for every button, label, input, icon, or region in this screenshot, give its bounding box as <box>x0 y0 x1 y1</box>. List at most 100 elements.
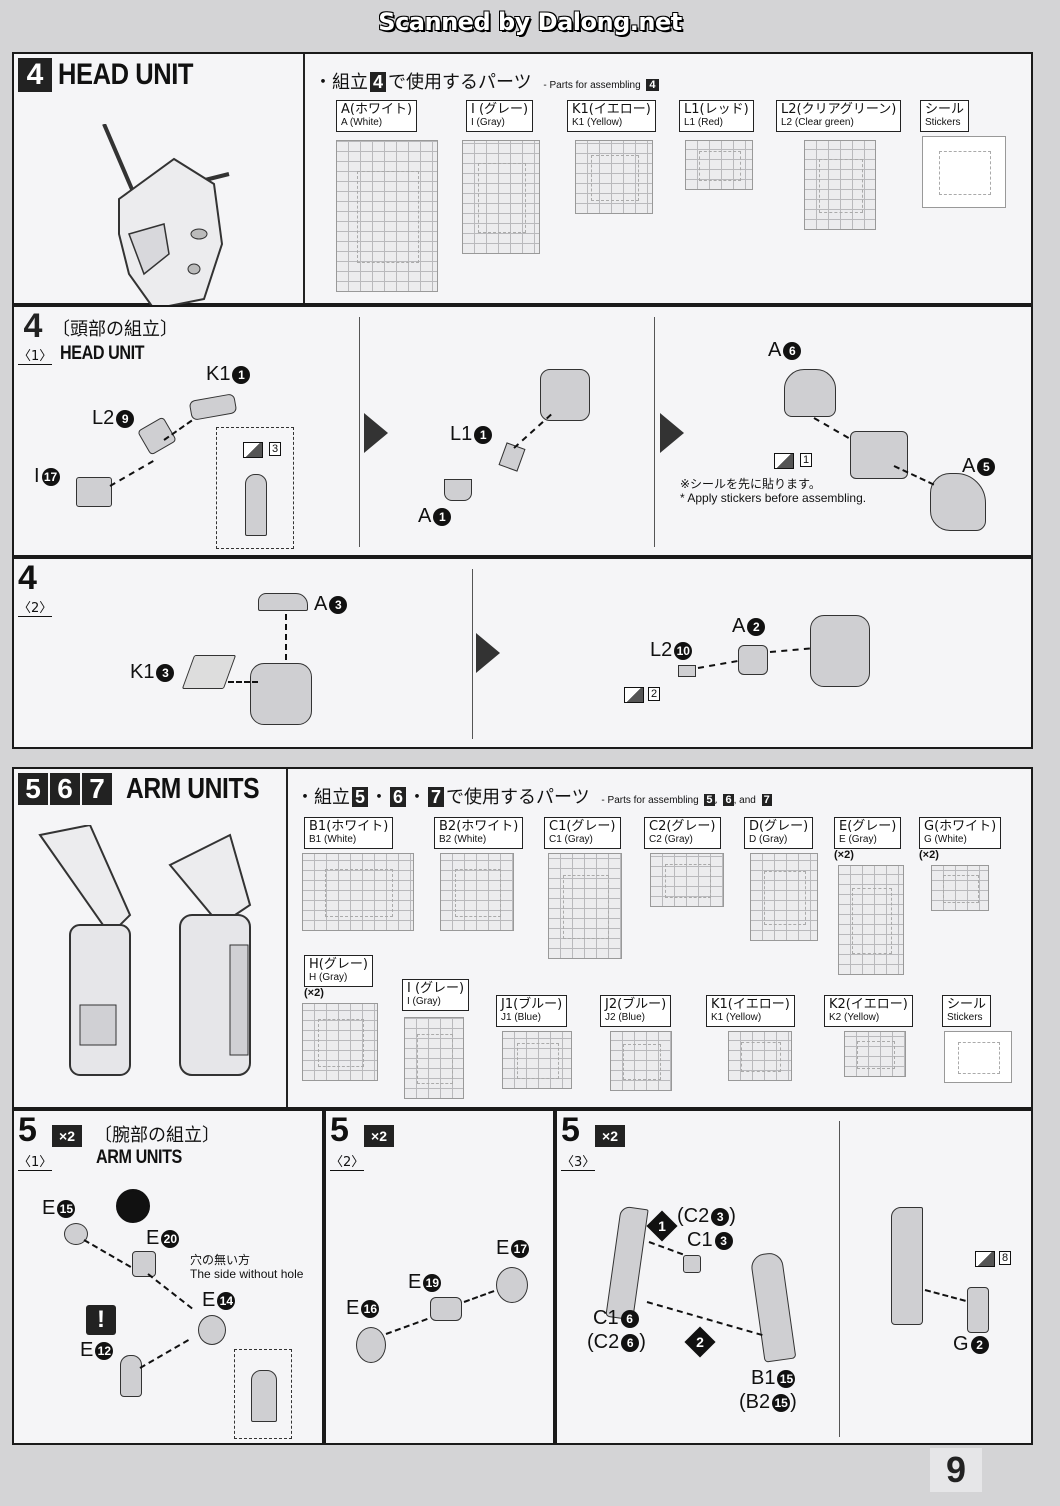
part-e12 <box>120 1355 142 1397</box>
parts-heading-en-step: 4 <box>646 79 659 91</box>
part-label: C2(グレー)C2 (Gray) <box>644 817 721 849</box>
part-label: B1(ホワイト)B1 (White) <box>304 817 394 849</box>
part-label: G(ホワイト)G (White) <box>919 817 1002 849</box>
part-multiplier: (×2) <box>919 849 939 861</box>
part-label: B2(ホワイト)B2 (White) <box>434 817 524 849</box>
part-label-jp: B2(ホワイト) <box>439 819 519 834</box>
part-g2 <box>967 1287 989 1333</box>
step-sub: 〈3〉 <box>561 1151 596 1171</box>
step-arrow <box>476 633 500 673</box>
hole-note: 穴の無い方 The side without hole <box>190 1253 303 1281</box>
section-title: ARM UNITS <box>126 773 260 805</box>
part-label: J1(ブルー)J1 (Blue) <box>496 995 568 1027</box>
parts-runner-image <box>575 140 653 214</box>
step-jp-title: 〔頭部の組立〕 <box>52 319 178 340</box>
parts-heading-jp: ・組立 <box>314 72 368 93</box>
arrow-dash <box>813 417 850 439</box>
step-number: 5 <box>561 1111 580 1149</box>
part-a3 <box>258 593 308 611</box>
page-number: 9 <box>930 1448 982 1492</box>
part-label-jp: K1(イエロー) <box>572 102 651 117</box>
step-multiplier: ×2 <box>52 1125 82 1147</box>
warning-icon: ! <box>86 1305 116 1335</box>
parts-runner-image <box>610 1031 672 1091</box>
section-number-5: 5 <box>18 773 48 805</box>
step-multiplier: ×2 <box>364 1125 394 1147</box>
arm-unit-illustration <box>30 823 280 1095</box>
part-label-en: L1 (Red) <box>684 117 723 128</box>
part-label-en: K1 (Yellow) <box>572 117 623 128</box>
parts-runner-image <box>838 865 904 975</box>
sticker-icon <box>624 687 644 703</box>
divider <box>839 1121 840 1437</box>
sticker-number: 8 <box>999 1251 1012 1265</box>
part-label-jp: C2(グレー) <box>649 819 716 834</box>
step-number: 4 <box>23 307 43 345</box>
part-label: L1(レッド)L1 (Red) <box>679 100 754 132</box>
part-a2 <box>738 645 768 675</box>
part-label: K1(イエロー)K1 (Yellow) <box>567 100 656 132</box>
section-number-6: 6 <box>50 773 80 805</box>
parts-runner-image <box>440 853 514 931</box>
sticker-icon <box>774 453 794 469</box>
sticker-number: 3 <box>269 442 282 456</box>
step-number: 5 <box>330 1111 349 1149</box>
part-e14 <box>198 1315 226 1345</box>
part-label-en: D (Gray) <box>749 834 788 845</box>
part-label-en: J2 (Blue) <box>605 1012 646 1023</box>
part-label-en: K1 (Yellow) <box>711 1012 762 1023</box>
parts-heading-jp2: で使用するパーツ <box>446 787 590 808</box>
arrow-dash <box>228 681 258 683</box>
arrow-dash <box>285 614 287 660</box>
arrow-dash <box>147 1273 193 1310</box>
step-jp-title: 〔腕部の組立〕 <box>94 1125 220 1146</box>
part-multiplier: (×2) <box>304 987 324 999</box>
part-label-en: Stickers <box>947 1012 983 1023</box>
sticker-part <box>245 474 267 536</box>
part-k1 <box>188 393 238 421</box>
arrow-dash <box>139 1339 189 1369</box>
part-k1 <box>181 655 237 689</box>
parts-runner-image <box>728 1031 792 1081</box>
parts-runner-image <box>462 140 540 254</box>
parts-runner-image <box>650 853 724 907</box>
divider <box>359 317 360 547</box>
part-label-jp: D(グレー) <box>749 819 809 834</box>
sticker-note-en: * Apply stickers before assembling. <box>680 491 867 505</box>
parts-runner-image <box>404 1017 464 1099</box>
divider <box>303 54 305 303</box>
part-label-jp: C1(グレー) <box>549 819 616 834</box>
part-e16 <box>356 1327 386 1363</box>
part-label-jp: K1(イエロー) <box>711 997 790 1012</box>
part-label: J2(ブルー)J2 (Blue) <box>600 995 672 1027</box>
parts-runner-image <box>931 865 989 911</box>
arrow-dash <box>769 647 810 653</box>
head-final <box>810 615 870 687</box>
step-sub: 〈1〉 <box>18 1151 53 1171</box>
step-1-label: 1 <box>658 1218 666 1234</box>
hole-note-jp: 穴の無い方 <box>190 1253 251 1267</box>
head-subassembly <box>540 369 590 421</box>
part-label-jp: L2(クリアグリーン) <box>781 102 897 117</box>
parts-runner-image <box>502 1031 572 1089</box>
section-number: 4 <box>18 58 52 92</box>
part-label-jp: I (グレー) <box>471 102 529 117</box>
parts-heading-en-5: 5 <box>704 794 715 806</box>
arrow-dash <box>109 460 154 487</box>
part-c1 <box>683 1255 701 1273</box>
